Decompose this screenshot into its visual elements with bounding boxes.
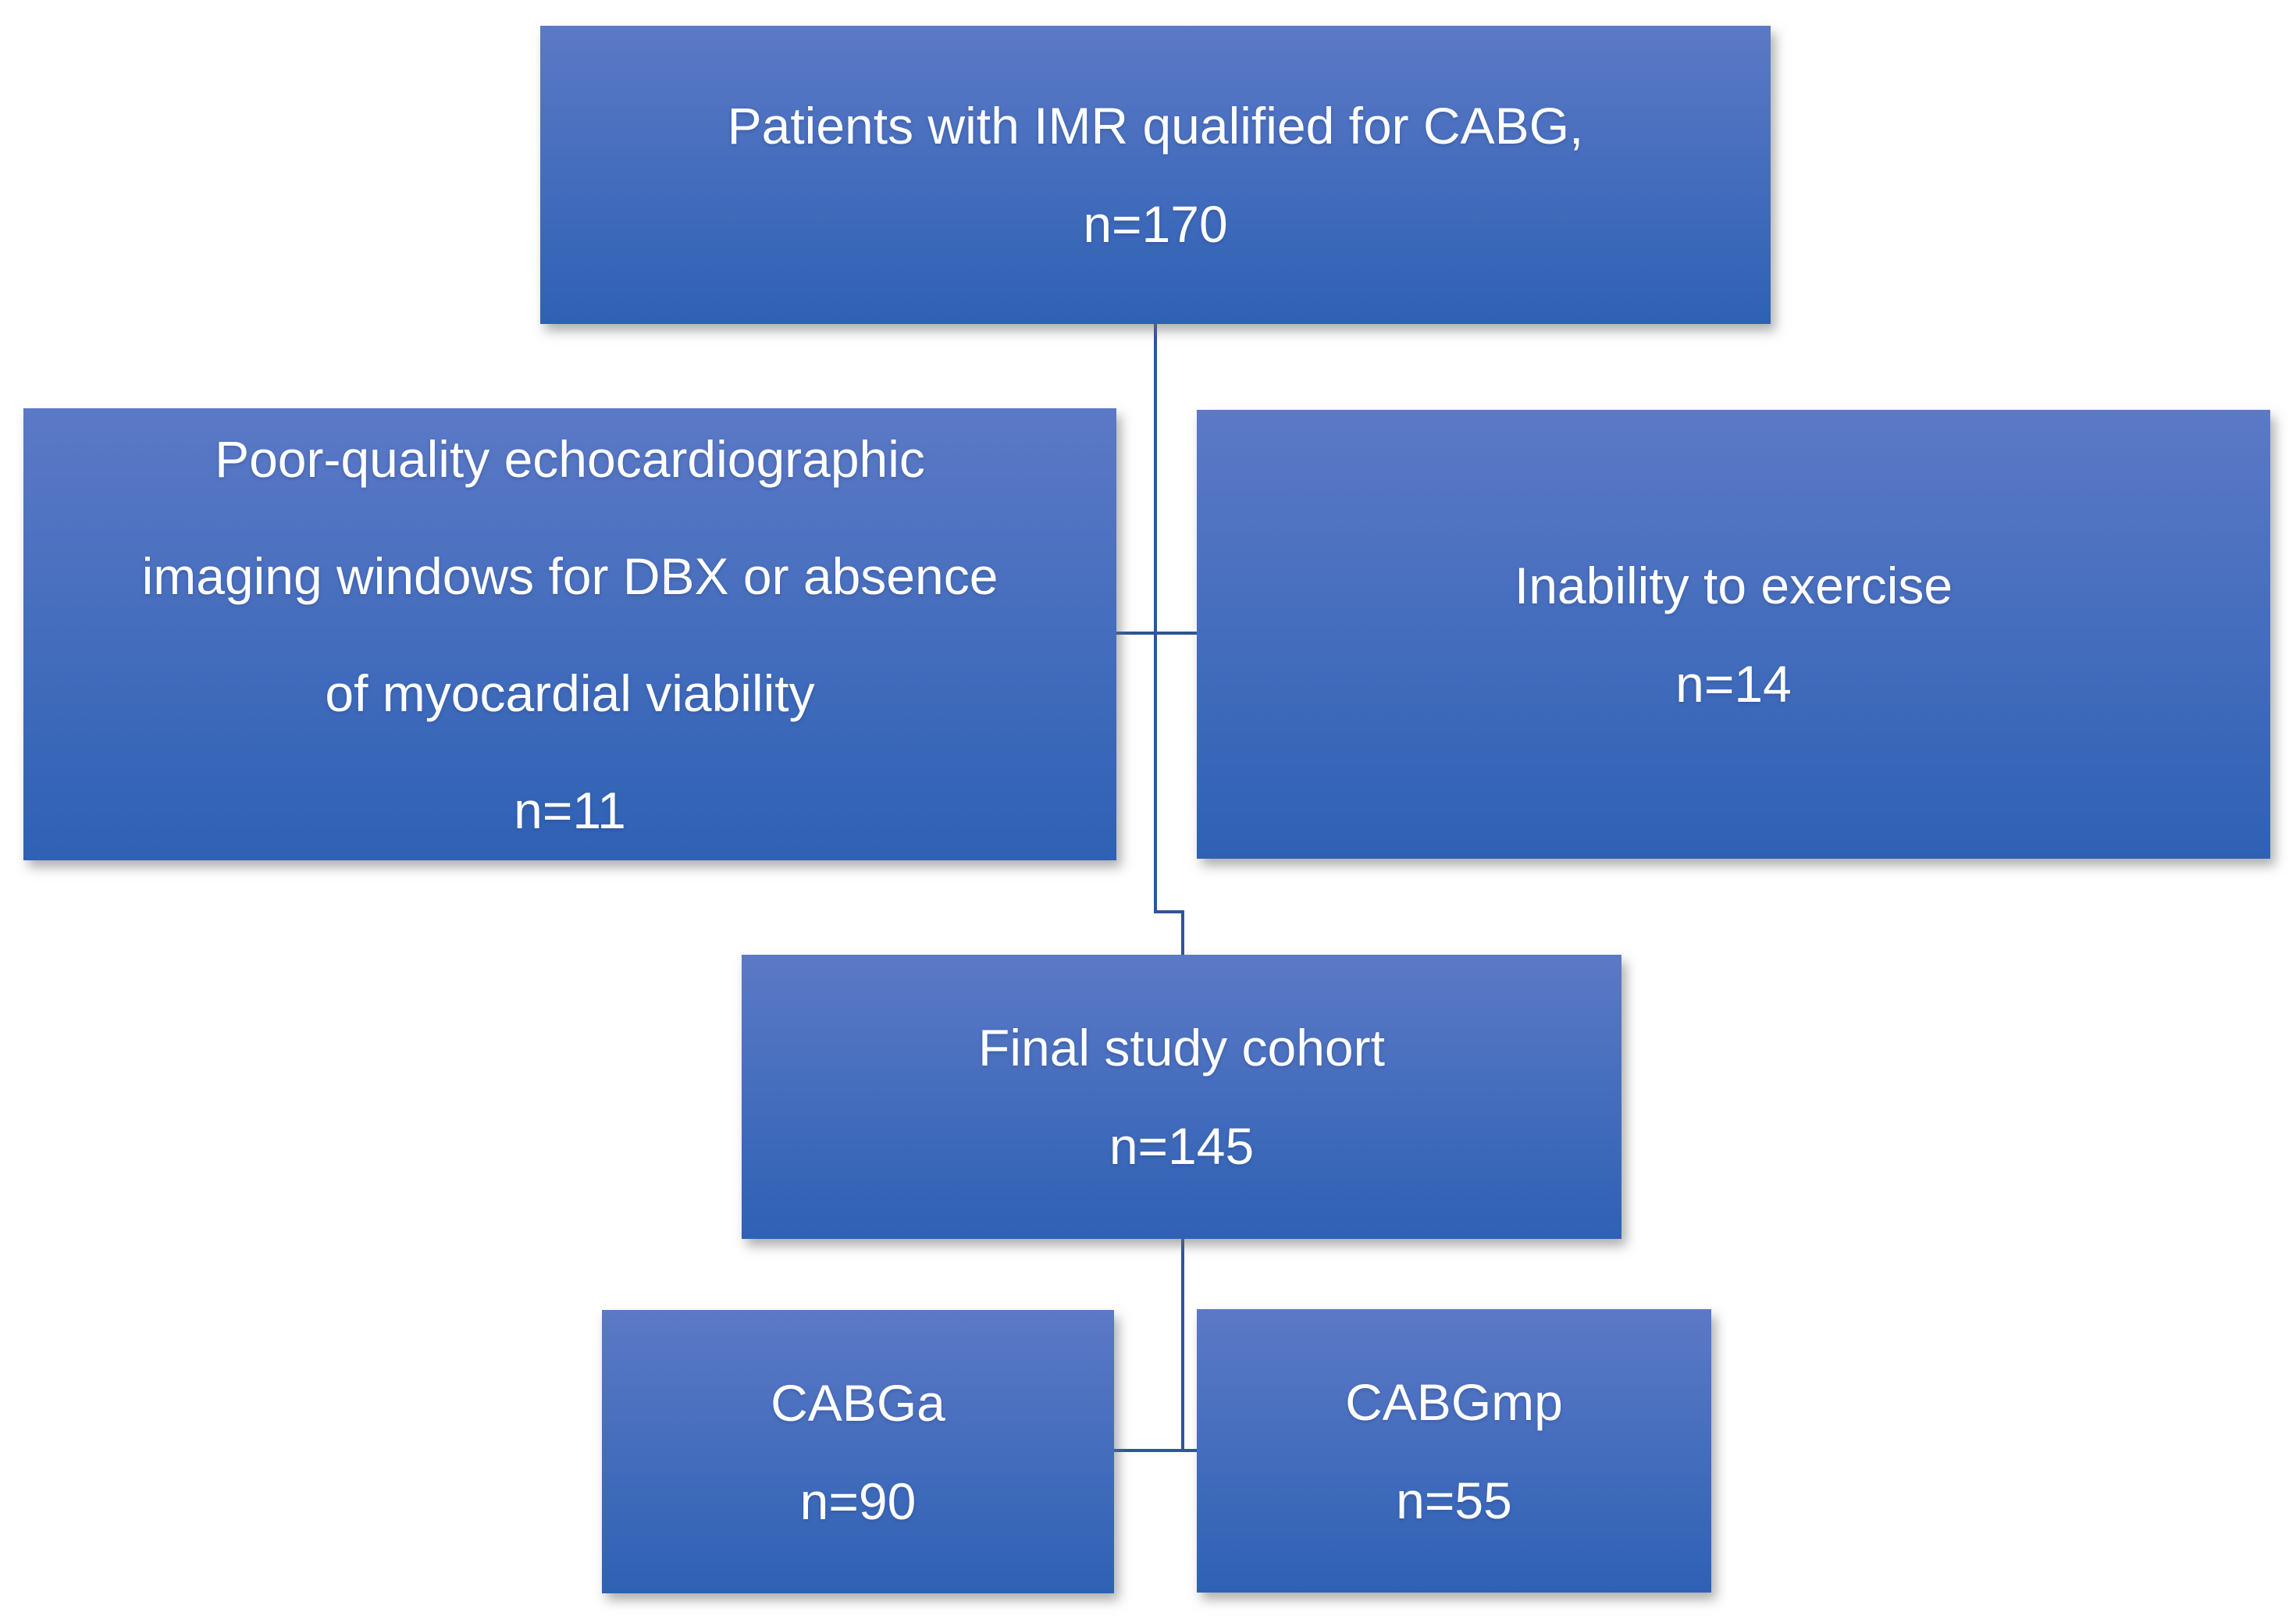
node-excluded-exercise-text: Inability to exercise <box>1514 556 1953 614</box>
node-excluded-echo-count: n=11 <box>514 781 626 839</box>
node-excluded-echo: Poor-quality echocardiographic imaging w… <box>23 408 1116 860</box>
node-group-cabgmp-text: CABGmp <box>1345 1372 1563 1431</box>
node-final-cohort-text: Final study cohort <box>978 1019 1385 1077</box>
node-excluded-echo-text-line1: Poor-quality echocardiographic <box>215 429 925 488</box>
node-excluded-echo-text-line3: of myocardial viability <box>325 664 815 722</box>
node-excluded-echo-text-line2: imaging windows for DBX or absence <box>141 546 998 605</box>
node-excluded-exercise-count: n=14 <box>1675 654 1792 713</box>
node-group-cabgmp: CABGmp n=55 <box>1197 1309 1711 1593</box>
node-final-cohort-count: n=145 <box>1109 1117 1255 1175</box>
node-eligible-patients: Patients with IMR qualified for CABG, n=… <box>540 26 1771 324</box>
node-group-cabga-count: n=90 <box>799 1472 917 1530</box>
node-eligible-patients-count: n=170 <box>1083 195 1228 253</box>
node-group-cabga: CABGa n=90 <box>602 1310 1114 1593</box>
node-excluded-exercise: Inability to exercise n=14 <box>1197 410 2270 859</box>
node-eligible-patients-text: Patients with IMR qualified for CABG, <box>727 97 1584 155</box>
node-final-cohort: Final study cohort n=145 <box>742 955 1621 1239</box>
node-group-cabgmp-count: n=55 <box>1396 1471 1512 1529</box>
node-group-cabga-text: CABGa <box>771 1373 945 1432</box>
